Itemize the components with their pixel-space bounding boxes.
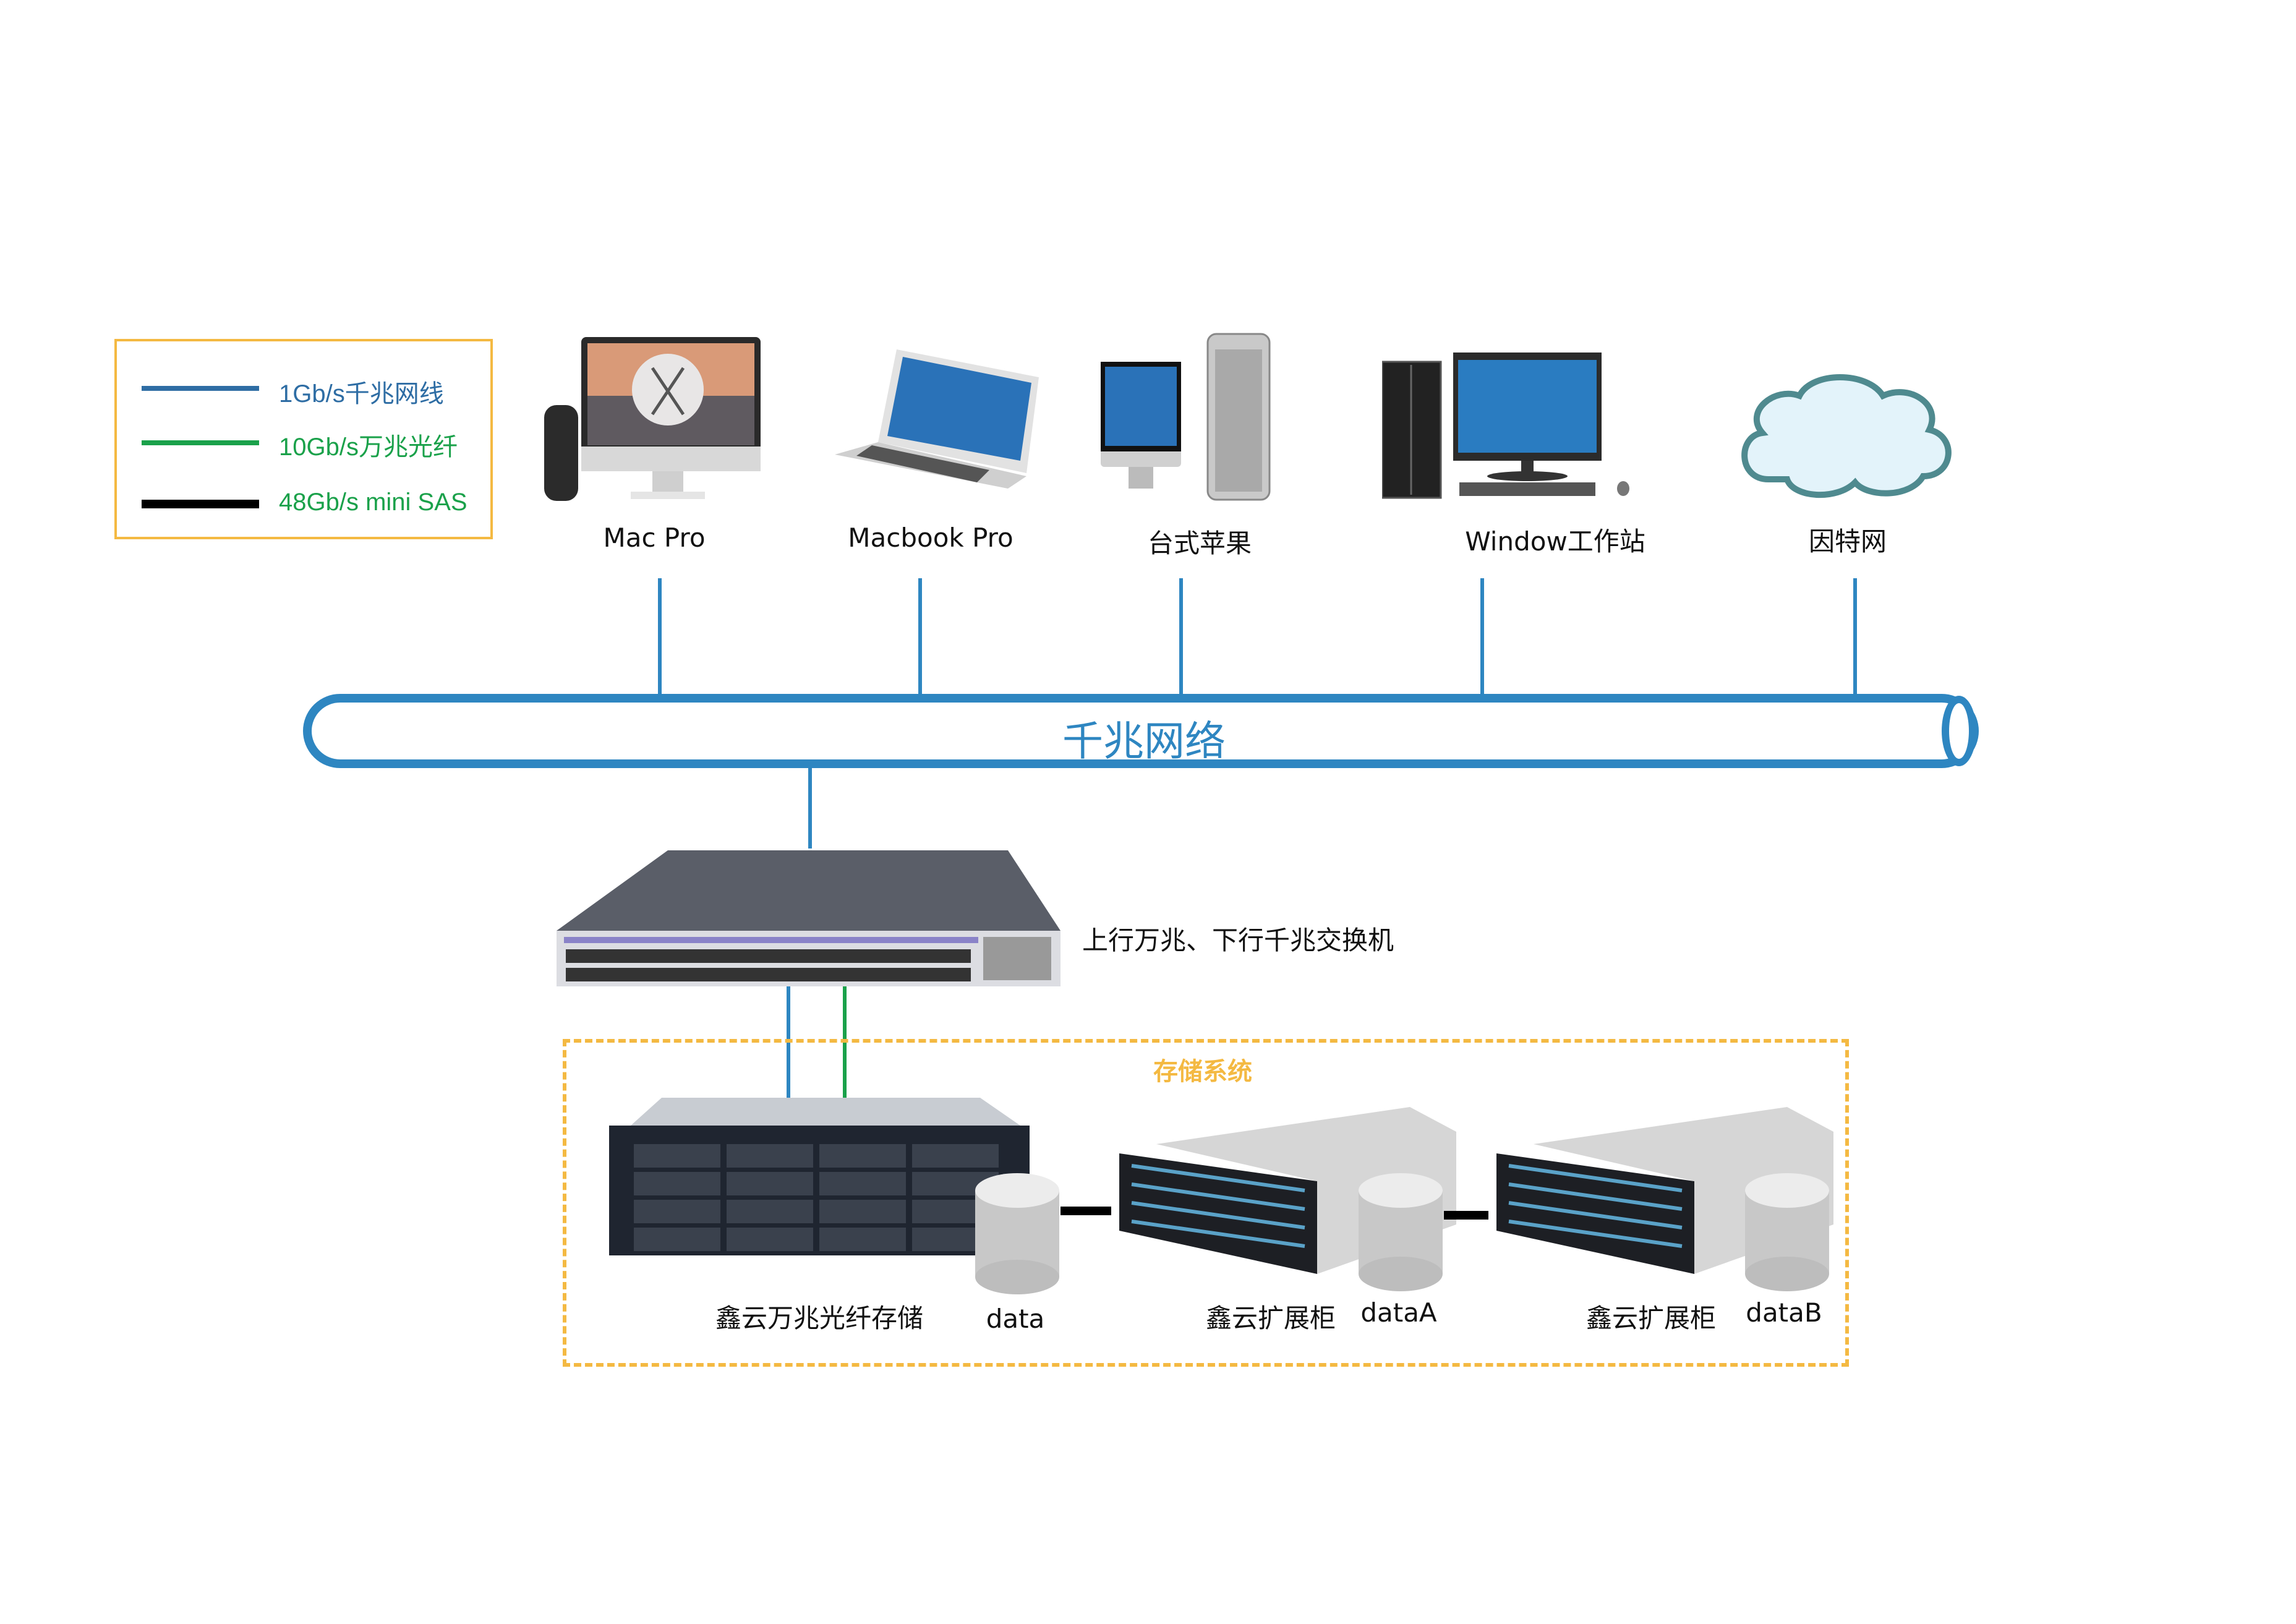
- main-storage-server-icon: [609, 1098, 1030, 1255]
- main-db-label: data: [986, 1304, 1045, 1334]
- sas-link-main-to-a: [1061, 1207, 1111, 1215]
- mac-pro-imac-icon: [544, 337, 761, 501]
- legend-line-gigabit: [142, 386, 259, 391]
- storage-title: 存储系统: [1153, 1058, 1252, 1086]
- cloud-icon: [1741, 374, 1952, 498]
- client-label-internet: 因特网: [1808, 526, 1887, 557]
- database-data-a-icon: [1359, 1173, 1443, 1291]
- client-label-imac: 台式苹果: [1147, 528, 1252, 558]
- client-label-macbook-pro: Macbook Pro: [848, 523, 1014, 553]
- gigabit-network-pipe: [303, 694, 1979, 768]
- legend-line-sas: [142, 500, 259, 508]
- switch-label: 上行万兆、下行千兆交换机: [1082, 925, 1394, 955]
- legend-label-sas: 48Gb/s mini SAS: [279, 489, 467, 516]
- sas-link-a-to-b: [1444, 1211, 1488, 1220]
- client-label-windows-workstation: Window工作站: [1465, 526, 1645, 557]
- link-internet: [1853, 578, 1857, 696]
- link-switch-storage-gigabit: [787, 986, 790, 1107]
- link-network-switch: [808, 768, 812, 848]
- expansion-b-db-label: dataB: [1746, 1297, 1822, 1328]
- link-imac: [1179, 578, 1183, 696]
- network-title: 千兆网络: [1062, 717, 1226, 765]
- pipe-end-cap: [1942, 696, 1976, 766]
- laptop-icon: [835, 349, 1039, 489]
- expansion-a-db-label: dataA: [1360, 1297, 1437, 1328]
- legend: 1Gb/s千兆网线 10Gb/s万兆光纤 48Gb/s mini SAS: [114, 339, 493, 539]
- legend-label-fiber: 10Gb/s万兆光纤: [279, 434, 458, 461]
- legend-label-gigabit: 1Gb/s千兆网线: [279, 380, 444, 408]
- link-switch-storage-fiber: [843, 986, 847, 1107]
- desktop-pc-icon: [1382, 353, 1629, 499]
- link-mac-pro: [658, 578, 662, 696]
- imac-tower-icon: [1101, 333, 1271, 501]
- link-windows-workstation: [1480, 578, 1484, 696]
- main-storage-label: 鑫云万兆光纤存储: [715, 1303, 924, 1333]
- switch-icon: [557, 850, 1061, 986]
- client-label-mac-pro: Mac Pro: [603, 523, 706, 553]
- database-data-b-icon: [1745, 1173, 1829, 1291]
- database-data-icon: [975, 1173, 1059, 1294]
- expansion-a-label: 鑫云扩展柜: [1205, 1303, 1336, 1333]
- storage-system-group: [563, 1039, 1849, 1367]
- link-macbook-pro: [918, 578, 922, 696]
- expansion-b-label: 鑫云扩展柜: [1585, 1303, 1717, 1333]
- legend-line-fiber: [142, 440, 259, 445]
